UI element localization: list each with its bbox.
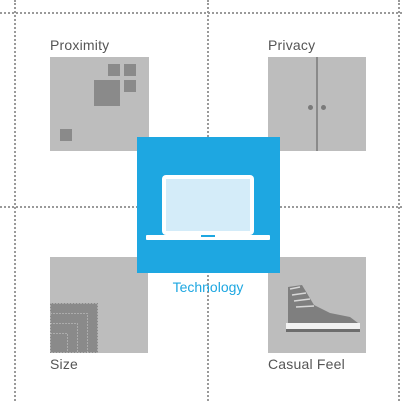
cabinet-doors-icon	[268, 57, 366, 151]
sneaker-icon	[268, 257, 366, 353]
size-label: Size	[50, 356, 79, 372]
top-horizontal-divider	[0, 12, 402, 14]
right-vertical-divider	[398, 0, 400, 401]
left-vertical-divider	[14, 0, 16, 401]
privacy-label: Privacy	[268, 37, 316, 53]
proximity-label: Proximity	[50, 37, 110, 53]
technology-tile	[137, 137, 280, 273]
nested-squares-icon	[50, 257, 148, 353]
technology-label: Technology	[172, 279, 244, 295]
casual-feel-label: Casual Feel	[268, 356, 345, 372]
proximity-squares-icon	[50, 57, 149, 151]
laptop-icon	[146, 175, 270, 240]
